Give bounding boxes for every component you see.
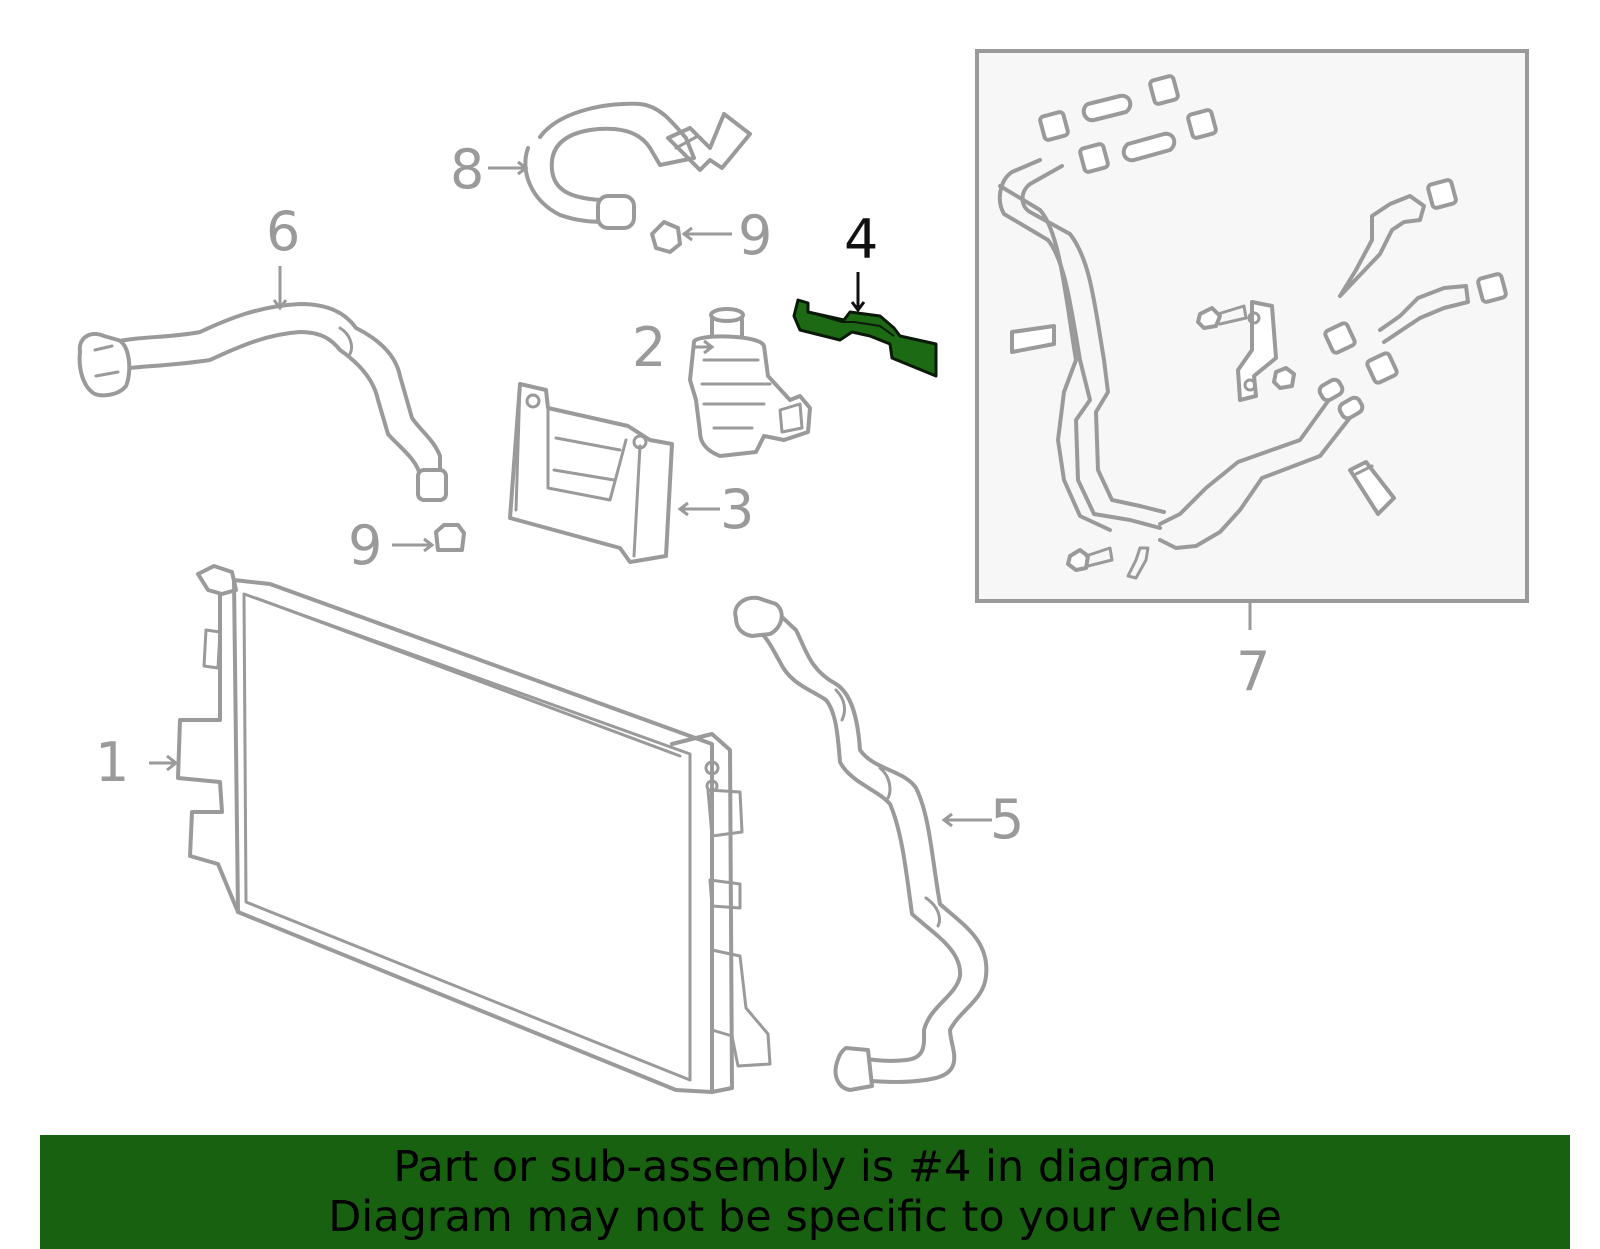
callout-6: 6 [266,200,300,263]
bracket-part-3 [508,382,674,564]
clamp-part-9-upper [650,220,682,254]
callout-7: 7 [1236,640,1270,703]
clamp-part-9-lower [434,523,466,552]
callout-3: 3 [720,478,754,541]
radiator-part-1 [176,564,772,1094]
inlet-hose-part-8 [523,101,752,230]
banner-line-2: Diagram may not be specific to your vehi… [328,1192,1282,1242]
callout-9-upper: 9 [738,204,772,267]
lower-hose-part-5 [733,595,989,1092]
callout-5: 5 [990,788,1024,851]
callout-4: 4 [844,208,878,271]
info-banner: Part or sub-assembly is #4 in diagram Di… [40,1135,1570,1249]
callout-2: 2 [632,316,666,379]
pump-part-2 [688,307,812,458]
banner-line-1: Part or sub-assembly is #4 in diagram [393,1142,1217,1192]
callout-9-lower: 9 [348,514,382,577]
upper-hose-part-6 [77,302,448,502]
pipe-assembly-part-7 [975,49,1529,603]
callout-8: 8 [450,138,484,201]
highlighted-bracket-part-4 [792,298,938,378]
leader-lines [149,160,1252,828]
callout-1: 1 [95,731,129,794]
